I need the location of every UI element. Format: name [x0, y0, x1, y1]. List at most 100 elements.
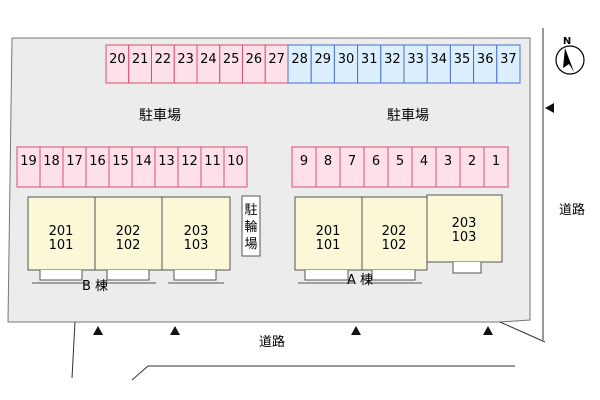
parking-space-number: 20 [109, 52, 126, 67]
parking-space-box [496, 44, 521, 84]
parking-space-number: 3 [444, 154, 452, 169]
unit-b-2-balcony [106, 270, 150, 281]
parking-space-box [291, 146, 317, 188]
parking-space-number: 1 [492, 154, 500, 169]
north-compass-icon: N [555, 36, 585, 75]
unit-a-2-balcony [371, 270, 416, 281]
unit-b-2-upper: 202 [116, 224, 141, 239]
unit-b-3: 203 103 [161, 196, 231, 284]
triangle-up-icon [483, 326, 493, 335]
parking-space: 3 [435, 146, 461, 188]
parking-space-number: 15 [112, 154, 129, 169]
parking-space-box [223, 146, 248, 188]
parking-space: 20 [105, 44, 130, 84]
unit-a-1: 201 101 [294, 196, 363, 284]
parking-space-number: 36 [477, 52, 494, 67]
building-b-label: B 棟 [82, 279, 108, 294]
triangle-left-icon [545, 103, 554, 113]
parking-space: 18 [39, 146, 64, 188]
unit-a-1-balcony [304, 270, 349, 281]
triangle-up-icon [351, 326, 361, 335]
parking-space-number: 37 [500, 52, 517, 67]
parking-space-number: 10 [227, 154, 244, 169]
parking-space-number: 19 [20, 154, 37, 169]
unit-b-3-block [161, 196, 231, 271]
parking-space-number: 23 [177, 52, 194, 67]
road-label-right: 道路 [559, 202, 585, 218]
unit-a-3-block [426, 194, 503, 263]
parking-space-number: 2 [468, 154, 476, 169]
parking-space: 36 [473, 44, 498, 84]
parking-space-number: 12 [181, 154, 198, 169]
parking-label-left: 駐車場 [139, 107, 181, 124]
unit-a-1-upper: 201 [316, 224, 341, 239]
parking-space-number: 8 [324, 154, 332, 169]
parking-space: 21 [128, 44, 152, 84]
parking-space: 37 [496, 44, 521, 84]
parking-space-number: 33 [407, 52, 424, 67]
parking-space-number: 32 [384, 52, 401, 67]
unit-b-3-lower: 103 [184, 238, 209, 253]
parking-space-number: 27 [268, 52, 285, 67]
parking-space-number: 6 [372, 154, 380, 169]
parking-space-number: 26 [246, 52, 263, 67]
compass-needle [563, 48, 574, 72]
parking-space-number: 35 [454, 52, 471, 67]
parking-space-number: 9 [300, 154, 308, 169]
bike-parking-char-2: 輪 [244, 219, 257, 235]
parking-space: 8 [315, 146, 341, 188]
unit-a-3-balcony [452, 262, 482, 274]
unit-b-3-upper: 203 [184, 224, 209, 239]
parking-space-number: 7 [348, 154, 356, 169]
parking-space: 9 [291, 146, 317, 188]
parking-space-number: 34 [431, 52, 448, 67]
unit-b-1-upper: 201 [49, 224, 74, 239]
bike-parking-char-1: 駐 [244, 203, 257, 218]
parking-space-number: 25 [223, 52, 240, 67]
triangle-up-icon [93, 326, 103, 335]
road-label-bottom: 道路 [259, 334, 285, 350]
parking-space: 19 [16, 146, 41, 188]
parking-space: 26 [242, 44, 266, 84]
road-edge-left [71, 321, 76, 379]
bike-parking-box [241, 195, 261, 257]
triangle-up-icon [170, 326, 180, 335]
parking-space: 15 [108, 146, 133, 188]
parking-label-right: 駐車場 [387, 107, 429, 124]
parking-space-number: 22 [155, 52, 172, 67]
unit-a-2: 202 102 [361, 196, 428, 284]
parking-space: 22 [151, 44, 175, 84]
parking-space-box [411, 146, 437, 188]
parking-space-box [483, 146, 509, 188]
parking-space: 5 [387, 146, 413, 188]
unit-b-1-block [27, 196, 96, 271]
unit-b-2-block [94, 196, 163, 271]
parking-space-number: 4 [420, 154, 428, 169]
building-a-label: A 棟 [347, 273, 373, 288]
unit-a-3: 203 103 [426, 194, 503, 274]
parking-space: 31 [357, 44, 382, 84]
parking-space: 11 [200, 146, 225, 188]
parking-space-number: 18 [43, 154, 60, 169]
parking-space: 17 [62, 146, 87, 188]
parking-space-number: 29 [315, 52, 332, 67]
unit-a-2-block [361, 196, 428, 271]
parking-space: 35 [449, 44, 475, 84]
parking-space: 24 [196, 44, 221, 84]
parking-space-number: 28 [291, 52, 308, 67]
parking-space-number: 16 [89, 154, 106, 169]
parking-space-number: 13 [158, 154, 175, 169]
parking-space-number: 24 [200, 52, 217, 67]
unit-b-2-lower: 102 [116, 238, 141, 253]
compass-ring [555, 45, 585, 75]
parking-space-number: 14 [135, 154, 152, 169]
parking-space: 12 [177, 146, 202, 188]
unit-a-2-upper: 202 [382, 224, 407, 239]
parking-space: 7 [339, 146, 365, 188]
